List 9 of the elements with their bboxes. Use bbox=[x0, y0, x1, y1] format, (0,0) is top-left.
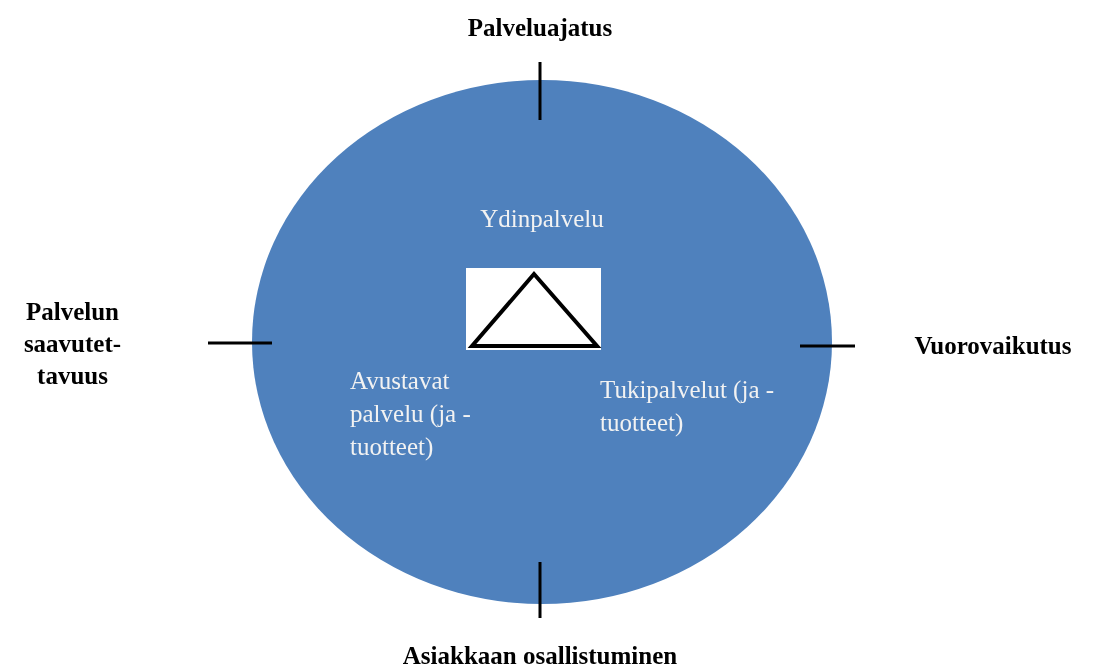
right-label: Vuorovaikutus bbox=[913, 331, 1073, 361]
service-ellipse bbox=[252, 80, 832, 604]
top-label: Palveluajatus bbox=[466, 13, 614, 43]
bottom-label: Asiakkaan osallistuminen bbox=[401, 641, 679, 670]
left-label: Palvelun saavutet- tavuus bbox=[22, 297, 123, 391]
triangle-box bbox=[466, 268, 601, 350]
core-service-text: Ydinpalvelu bbox=[479, 204, 605, 234]
auxiliary-services-text: Avustavat palvelu (ja - tuotteet) bbox=[350, 366, 472, 462]
support-services-text: Tukipalvelut (ja -tuotteet) bbox=[600, 375, 776, 438]
